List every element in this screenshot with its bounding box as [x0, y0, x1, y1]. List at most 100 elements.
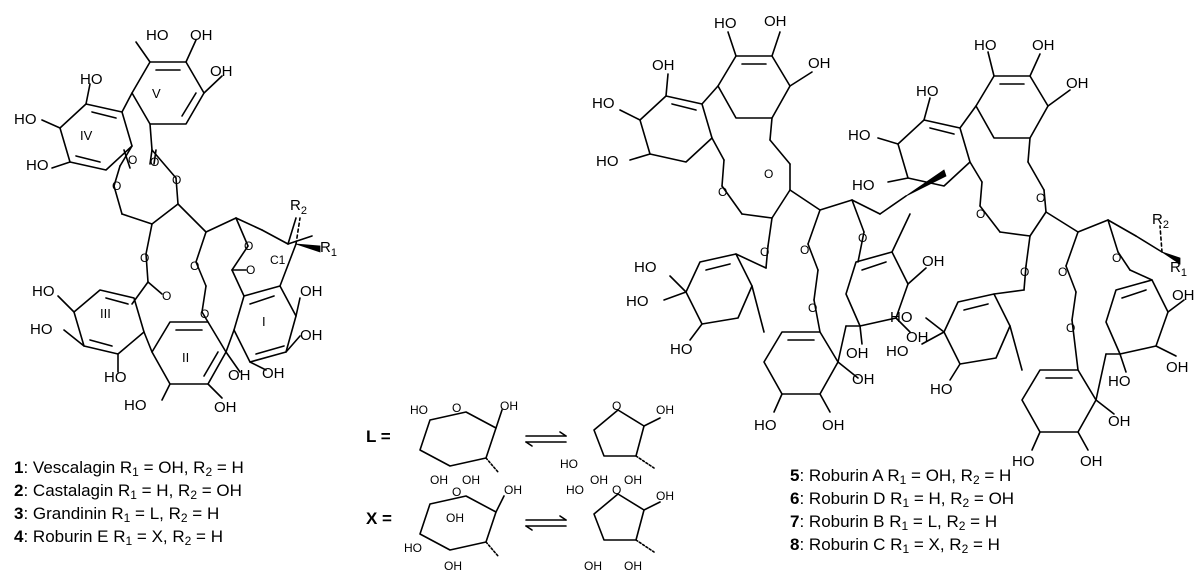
svg-text:HO: HO	[848, 127, 871, 144]
ring-v	[131, 61, 205, 125]
svg-text:OH: OH	[1032, 37, 1055, 54]
compound-number: 6	[790, 489, 800, 508]
svg-text:HO: HO	[670, 341, 693, 358]
svg-text:O: O	[612, 399, 621, 413]
svg-text:V: V	[152, 86, 161, 101]
svg-text:O: O	[150, 155, 159, 169]
svg-text:O: O	[452, 485, 461, 499]
svg-text:HO: HO	[30, 321, 53, 338]
svg-text:O: O	[140, 251, 149, 265]
svg-text:O: O	[1058, 265, 1067, 279]
svg-text:HO: HO	[634, 259, 657, 276]
svg-text:III: III	[100, 306, 111, 321]
svg-text:HO: HO	[14, 111, 37, 128]
svg-text:O: O	[718, 185, 727, 199]
svg-text:O: O	[112, 179, 121, 193]
svg-text:HO: HO	[930, 381, 953, 398]
svg-text:HO: HO	[404, 541, 422, 555]
svg-text:HO: HO	[104, 369, 127, 386]
svg-text:OH: OH	[590, 473, 608, 487]
svg-text:OH: OH	[906, 329, 929, 346]
svg-text:O: O	[1036, 191, 1045, 205]
compound-entry: 7: Roburin B R1 = L, R2 = H	[790, 512, 998, 533]
svg-text:R1: R1	[1170, 259, 1187, 279]
svg-text:O: O	[128, 153, 137, 167]
svg-text:OH: OH	[764, 13, 787, 30]
svg-text:X =: X =	[366, 509, 392, 528]
compound-number: 4	[14, 527, 24, 546]
svg-text:R2: R2	[290, 197, 307, 217]
svg-text:O: O	[808, 301, 817, 315]
svg-text:OH: OH	[846, 345, 869, 362]
svg-text:I: I	[262, 314, 266, 329]
svg-text:O: O	[760, 245, 769, 259]
svg-text:OH: OH	[822, 417, 845, 434]
svg-text:HO: HO	[852, 177, 875, 194]
svg-text:O: O	[976, 207, 985, 221]
svg-text:IV: IV	[80, 128, 93, 143]
svg-text:OH: OH	[1066, 75, 1089, 92]
compound-number: 8	[790, 535, 800, 554]
svg-text:HO: HO	[714, 15, 737, 32]
ring-iv	[59, 103, 133, 171]
svg-text:OH: OH	[652, 57, 675, 74]
svg-text:HO: HO	[890, 309, 913, 326]
svg-text:OH: OH	[214, 399, 237, 416]
svg-text:O: O	[452, 401, 461, 415]
svg-text:HO: HO	[1108, 373, 1131, 390]
compound-number: 2	[14, 481, 24, 500]
svg-text:OH: OH	[624, 559, 642, 573]
svg-text:OH: OH	[922, 253, 945, 270]
svg-text:OH: OH	[262, 365, 285, 382]
svg-text:OH: OH	[300, 327, 323, 344]
svg-text:OH: OH	[1080, 453, 1103, 470]
svg-text:O: O	[800, 243, 809, 257]
svg-text:O: O	[200, 307, 209, 321]
svg-text:HO: HO	[1012, 453, 1035, 470]
left-labels: HO OH OH HO HO HO V IV O O O O O O O O O…	[14, 27, 337, 416]
svg-text:HO: HO	[592, 95, 615, 112]
compound-number: 3	[14, 504, 24, 523]
compound-number: 1	[14, 458, 24, 477]
svg-text:OH: OH	[300, 283, 323, 300]
compound-number: 7	[790, 512, 800, 531]
svg-text:OH: OH	[462, 473, 480, 487]
svg-text:O: O	[244, 239, 253, 253]
svg-text:HO: HO	[32, 283, 55, 300]
svg-text:HO: HO	[566, 483, 584, 497]
svg-text:II: II	[182, 350, 189, 365]
svg-text:OH: OH	[190, 27, 213, 44]
svg-text:O: O	[1066, 321, 1075, 335]
svg-text:O: O	[1020, 265, 1029, 279]
svg-text:O: O	[858, 231, 867, 245]
sugar-l-row: L = HO O OH OH OH O OH HO OH OH	[366, 399, 674, 487]
svg-text:HO: HO	[596, 153, 619, 170]
svg-text:OH: OH	[446, 511, 464, 525]
svg-text:O: O	[190, 259, 199, 273]
svg-text:HO: HO	[886, 343, 909, 360]
svg-text:HO: HO	[26, 157, 49, 174]
svg-text:OH: OH	[210, 63, 233, 80]
svg-text:R1: R1	[320, 239, 337, 259]
compound-entry: 5: Roburin A R1 = OH, R2 = H	[790, 466, 1012, 487]
svg-text:HO: HO	[80, 71, 103, 88]
svg-text:HO: HO	[124, 397, 147, 414]
compound-entry: 2: Castalagin R1 = H, R2 = OH	[14, 481, 242, 502]
svg-text:OH: OH	[430, 473, 448, 487]
svg-text:OH: OH	[1172, 287, 1195, 304]
svg-text:C1: C1	[270, 253, 286, 267]
svg-text:OH: OH	[852, 371, 875, 388]
svg-text:OH: OH	[444, 559, 462, 573]
svg-text:O: O	[1112, 251, 1121, 265]
svg-text:OH: OH	[624, 473, 642, 487]
svg-text:O: O	[172, 173, 181, 187]
svg-text:O: O	[764, 167, 773, 181]
svg-text:O: O	[162, 289, 171, 303]
right-structure	[619, 31, 1185, 451]
svg-text:OH: OH	[1166, 359, 1189, 376]
svg-text:HO: HO	[754, 417, 777, 434]
sugar-x-row: X = O OH OH HO OH O OH HO OH OH	[366, 483, 674, 573]
